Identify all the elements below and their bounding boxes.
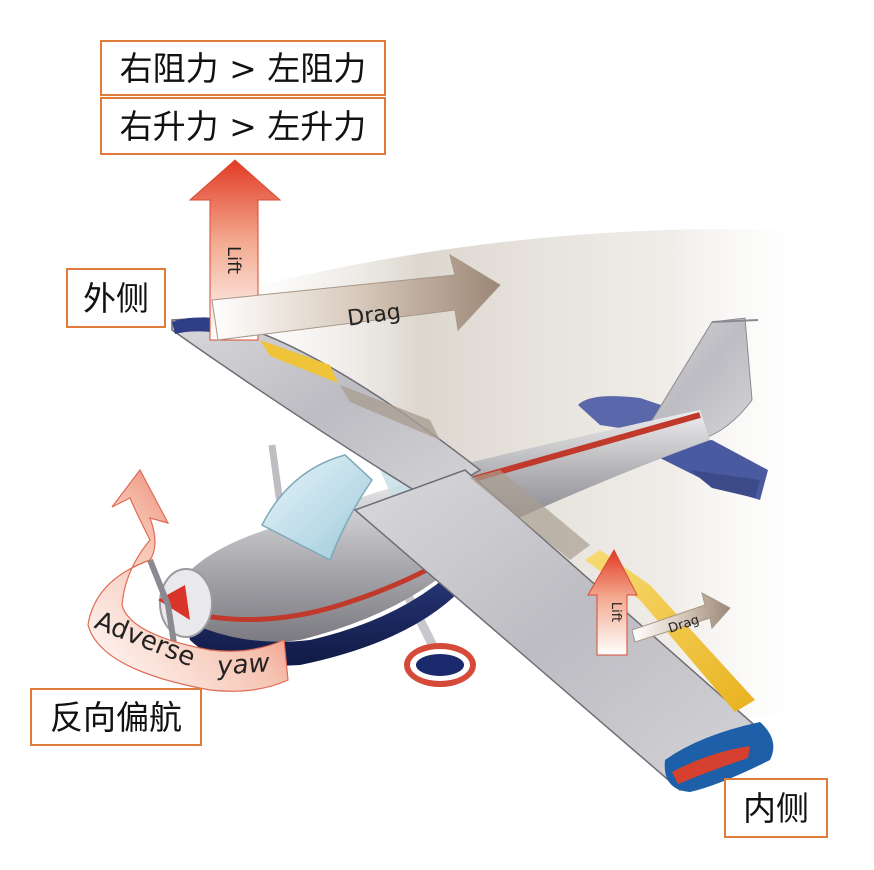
windshield — [260, 454, 373, 562]
adverse-yaw-label-2: yaw — [215, 648, 271, 682]
elevator — [690, 470, 760, 498]
lift-arrow-inner — [587, 548, 638, 656]
drag-arrow-inner — [631, 592, 731, 643]
drag-arrow-outer — [211, 253, 501, 341]
wingtip-outer — [172, 317, 215, 334]
tail-antenna — [711, 319, 759, 323]
spinner — [158, 585, 190, 620]
wingtip-inner-stripe — [672, 746, 750, 784]
aileron-outer — [260, 340, 338, 383]
lift-arrow-inner-label: Lift — [608, 602, 623, 622]
flap-inner — [470, 470, 590, 560]
drag-comparison-label: 右阻力 > 左阻力 — [100, 40, 386, 96]
lift-comparison-label: 右升力 > 左升力 — [100, 97, 386, 155]
adverse-yaw-cn-label: 反向偏航 — [30, 688, 202, 746]
outside-wing-label: 外侧 — [66, 268, 166, 328]
wheel-fairing-blue — [416, 654, 464, 676]
adverse-yaw-arrow — [87, 468, 289, 692]
flap-outer — [340, 385, 440, 440]
lift-arrow-outer-label: Lift — [223, 246, 244, 274]
inside-wing-label: 内侧 — [724, 778, 828, 838]
